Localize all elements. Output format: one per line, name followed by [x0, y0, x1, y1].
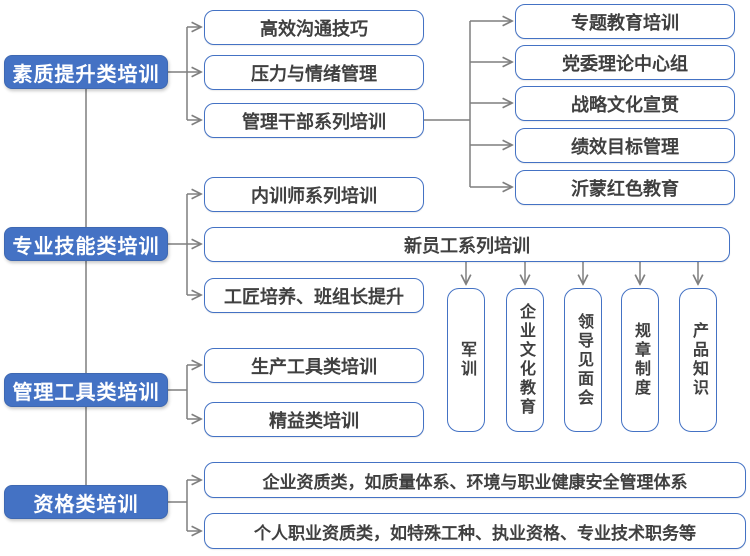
- topic-yimeng-red-education: 沂蒙红色教育: [515, 170, 735, 205]
- cert-enterprise-qualification: 企业资质类，如质量体系、环境与职业健康安全管理体系: [204, 462, 746, 498]
- category-quality-improvement: 素质提升类培训: [4, 55, 168, 89]
- topic-performance-goal: 绩效目标管理: [515, 128, 735, 163]
- newhire-product-knowledge: 产品知识: [679, 288, 717, 432]
- course-lean-training: 精益类培训: [204, 402, 424, 437]
- category-management-tools: 管理工具类培训: [4, 373, 168, 407]
- topic-special-education: 专题教育培训: [515, 4, 735, 39]
- topic-party-theory-group: 党委理论中心组: [515, 45, 735, 80]
- course-craftsman-teamleader: 工匠培养、班组长提升: [204, 278, 424, 313]
- cert-personal-qualification: 个人职业资质类，如特殊工种、执业资格、专业技术职务等: [204, 513, 746, 549]
- newhire-leader-meeting: 领导见面会: [564, 288, 602, 432]
- category-professional-skills: 专业技能类培训: [4, 227, 168, 261]
- course-new-employee-series: 新员工系列培训: [204, 227, 730, 262]
- category-qualification: 资格类培训: [4, 485, 168, 519]
- course-communication-skills: 高效沟通技巧: [204, 10, 424, 45]
- newhire-military-training: 军训: [447, 288, 485, 432]
- course-internal-trainer: 内训师系列培训: [204, 177, 424, 212]
- course-production-tools: 生产工具类培训: [204, 348, 424, 383]
- newhire-corporate-culture: 企业文化教育: [506, 288, 544, 432]
- topic-strategy-culture: 战略文化宣贯: [515, 86, 735, 121]
- course-stress-emotion: 压力与情绪管理: [204, 55, 424, 90]
- newhire-rules-regulations: 规章制度: [621, 288, 659, 432]
- course-management-cadre: 管理干部系列培训: [204, 103, 424, 138]
